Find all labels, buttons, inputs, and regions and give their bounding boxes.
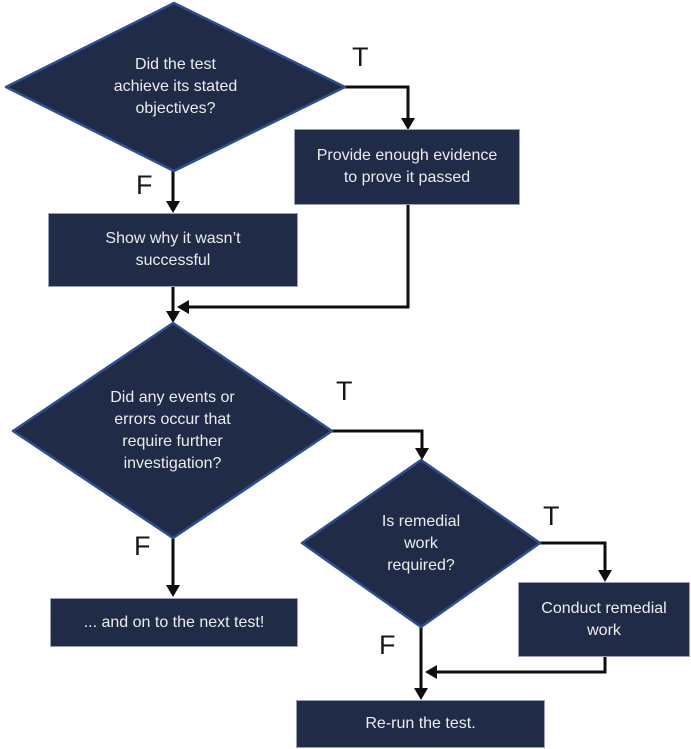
process-box-evidence: Provide enough evidence to prove it pass… <box>294 129 520 205</box>
box-remedial-label: Conduct remedial work <box>541 599 667 639</box>
edge-label-decision3-false: F <box>379 630 396 660</box>
edge-label-decision1-false: F <box>136 170 153 200</box>
edge-label-decision3-true: T <box>543 501 560 531</box>
connector-box-remedial-to-junction <box>437 657 607 674</box>
decision2-diamond <box>11 321 334 540</box>
arrowhead-into-box-remedial <box>598 570 612 582</box>
arrowhead-into-box-next-test <box>166 585 180 597</box>
box-next-test-label: ... and on to the next test! <box>83 613 265 631</box>
decision1-diamond <box>4 1 347 173</box>
process-box-remedial: Conduct remedial work <box>518 582 690 657</box>
arrowhead-junction-left-2 <box>425 665 437 679</box>
arrowhead-into-box-show-why <box>166 201 180 213</box>
decision3-diamond <box>300 458 542 629</box>
box-evidence-label: Provide enough evidence to prove it pass… <box>316 147 498 186</box>
connector-box-evidence-to-junction <box>189 205 410 309</box>
edge-label-decision2-true: T <box>336 376 353 406</box>
arrowhead-into-decision3 <box>415 448 429 460</box>
process-box-next-test: ... and on to the next test! <box>50 598 298 647</box>
edge-label-decision1-true: T <box>352 42 369 72</box>
box-show-why-label: Show why it wasn’t successful <box>105 230 241 269</box>
connector-decision2-true <box>332 429 424 448</box>
process-box-rerun: Re-run the test. <box>296 700 545 748</box>
arrowhead-into-box-evidence <box>401 118 415 130</box>
arrowhead-junction-left-1 <box>177 300 189 314</box>
process-box-show-why: Show why it wasn’t successful <box>48 213 298 287</box>
connector-decision1-true <box>345 85 410 118</box>
box-rerun-label: Re-run the test. <box>365 715 476 732</box>
arrowhead-into-box-rerun <box>414 688 428 700</box>
arrowhead-into-decision2 <box>166 311 180 323</box>
connector-decision3-true <box>540 541 607 570</box>
edge-label-decision2-false: F <box>134 531 151 561</box>
